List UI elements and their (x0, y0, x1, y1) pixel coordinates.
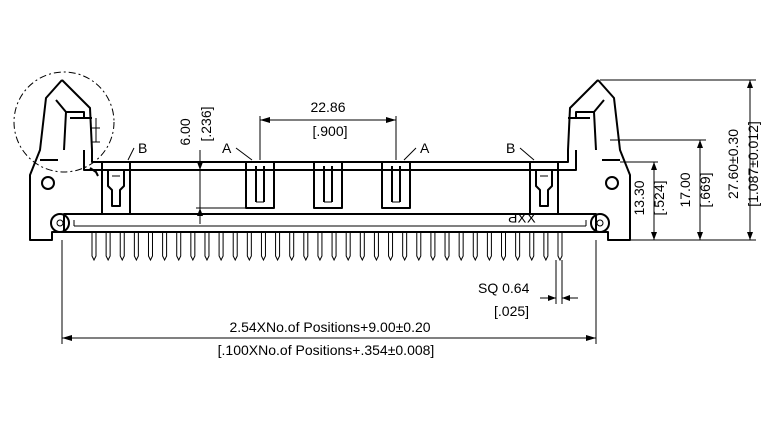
slot-b-left (101, 161, 131, 215)
dim-h-total (697, 140, 703, 240)
leader-b-left (127, 147, 135, 161)
pin (543, 232, 549, 262)
dim-h-max-inch: [1.087±0.012] (745, 121, 761, 207)
slot-center (313, 161, 343, 209)
detail-circle (13, 71, 115, 173)
dim-pin-sq-inch: [.025] (494, 303, 529, 319)
dim-pin-sq-value: SQ 0.64 (478, 280, 530, 296)
dim-length-formula-inch: [.100XNo.of Positions+.354±0.008] (218, 342, 435, 358)
pin (345, 232, 351, 262)
pin (416, 232, 422, 262)
dim-h-total-value: 17.00 (677, 172, 693, 207)
pin (289, 232, 295, 262)
pin (501, 232, 507, 262)
pin (232, 232, 238, 262)
label-b-left: B (138, 140, 147, 156)
pin (515, 232, 521, 262)
pin (176, 232, 182, 262)
dim-right-ext (600, 79, 756, 241)
slot-b-right (529, 161, 559, 215)
label-a-right: A (420, 140, 430, 156)
pin (430, 232, 436, 262)
pin (260, 232, 266, 262)
pin (557, 232, 563, 262)
dim-pitch-value: 22.86 (310, 99, 345, 115)
pin (275, 232, 281, 262)
slot-a-right (381, 161, 411, 209)
pin (331, 232, 337, 262)
pin (472, 232, 478, 262)
pin (486, 232, 492, 262)
brand-mark: XXP (508, 210, 536, 226)
dim-pitch (259, 116, 397, 160)
dim-h-body (651, 162, 657, 240)
dim-h-max (747, 80, 753, 240)
dim-pitch-inch: [.900] (312, 123, 347, 139)
leader-a-right (403, 147, 417, 161)
label-a-left: A (222, 140, 232, 156)
dim-latch-inch: [.236] (198, 106, 214, 141)
dim-h-total-inch: [.669] (697, 172, 713, 207)
pin (119, 232, 125, 262)
pin (529, 232, 535, 262)
detail-dim-marks (90, 118, 100, 143)
pin (133, 232, 139, 262)
dim-h-max-value: 27.60±0.30 (725, 129, 741, 199)
pin (373, 232, 379, 262)
leader-a-left (235, 147, 253, 161)
pin (444, 232, 450, 262)
pin (105, 232, 111, 262)
pin (218, 232, 224, 262)
leader-b-right (519, 147, 535, 161)
pin (458, 232, 464, 262)
dim-h-body-value: 13.30 (631, 180, 647, 215)
slot-a-left (245, 161, 275, 209)
label-b-right: B (506, 140, 515, 156)
dim-h-body-inch: [.524] (651, 180, 667, 215)
pin (303, 232, 309, 262)
pin (162, 232, 168, 262)
dim-latch-height (196, 150, 246, 224)
pin (402, 232, 408, 262)
pin (388, 232, 394, 262)
pin (317, 232, 323, 262)
pin (359, 232, 365, 262)
pin-row (91, 232, 563, 262)
pin (190, 232, 196, 262)
dim-latch-value: 6.00 (177, 118, 193, 145)
dim-overall-length (61, 240, 597, 344)
pin (147, 232, 153, 262)
pin (246, 232, 252, 262)
pin (204, 232, 210, 262)
pin (91, 232, 97, 262)
dim-length-formula: 2.54XNo.of Positions+9.00±0.20 (229, 319, 430, 335)
dim-pin-sq (540, 260, 578, 304)
